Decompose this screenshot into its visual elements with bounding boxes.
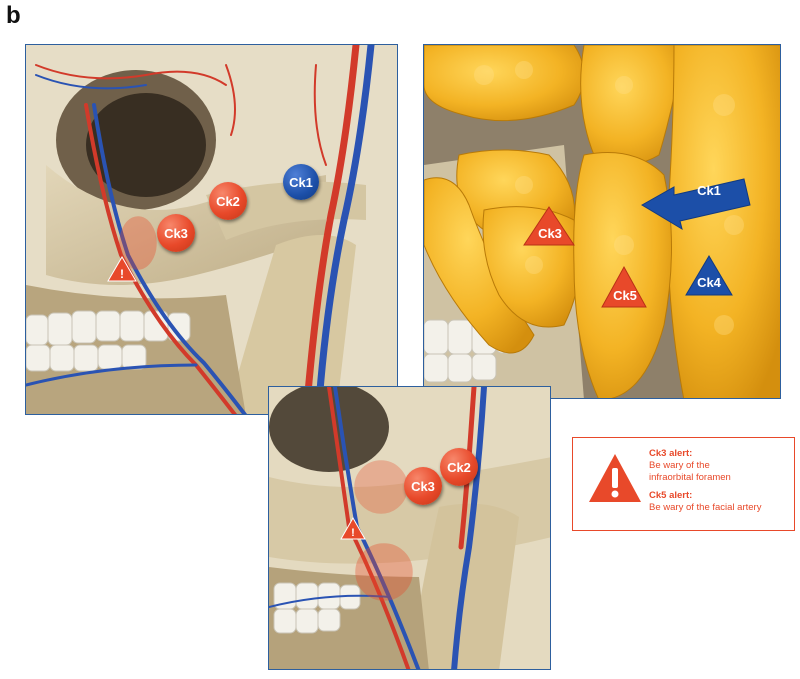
panel-skull-vessels: ! Ck1 Ck2 Ck3 bbox=[25, 44, 398, 415]
skull-inset-illustration: ! bbox=[269, 387, 550, 669]
marker-ck2-inset: Ck2 bbox=[440, 448, 478, 486]
ck3-alert-line1: Be wary of the bbox=[649, 460, 710, 471]
ck5-alert-line1: Be wary of the facial artery bbox=[649, 502, 762, 513]
fat-compartments-illustration bbox=[424, 45, 780, 398]
ck3-alert-line2: infraorbital foramen bbox=[649, 472, 731, 483]
label-ck1-arrow: Ck1 bbox=[697, 183, 721, 198]
skull-vessels-illustration: ! bbox=[26, 45, 397, 414]
marker-ck4-triangle: Ck4 bbox=[697, 275, 721, 290]
panel-skull-inset: ! Ck3 Ck2 bbox=[268, 386, 551, 670]
svg-text:!: ! bbox=[120, 267, 124, 281]
alert-legend: Ck3 alert: Be wary of the infraorbital f… bbox=[572, 437, 795, 531]
alert-triangle-icon bbox=[589, 454, 641, 502]
marker-ck3-triangle: Ck3 bbox=[538, 226, 562, 241]
alert-text: Ck3 alert: Be wary of the infraorbital f… bbox=[649, 448, 791, 514]
ck5-alert-title: Ck5 alert: bbox=[649, 490, 693, 501]
marker-ck5-triangle: Ck5 bbox=[613, 288, 637, 303]
marker-ck3-inset: Ck3 bbox=[404, 467, 442, 505]
marker-ck3: Ck3 bbox=[157, 214, 195, 252]
ck3-alert-title: Ck3 alert: bbox=[649, 448, 693, 459]
panel-fat-compartments: Ck1 Ck3 Ck5 Ck4 bbox=[423, 44, 781, 399]
marker-ck1: Ck1 bbox=[283, 164, 319, 200]
marker-ck2: Ck2 bbox=[209, 182, 247, 220]
figure-letter: b bbox=[6, 2, 21, 29]
svg-text:!: ! bbox=[351, 527, 355, 539]
